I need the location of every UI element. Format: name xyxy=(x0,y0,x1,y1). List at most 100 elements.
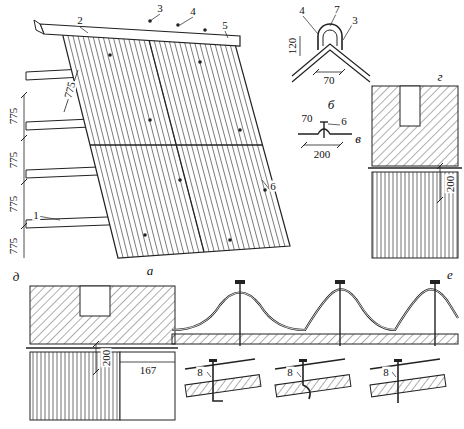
dimension-tick xyxy=(339,69,345,75)
fastener xyxy=(178,178,182,182)
fastener xyxy=(228,238,232,242)
leader-line xyxy=(330,14,336,26)
ridge-cap xyxy=(318,24,342,50)
callout-number: 4 xyxy=(298,5,306,16)
dimension-tick xyxy=(437,197,443,203)
leader-line xyxy=(225,31,228,38)
purlin xyxy=(275,375,351,397)
ridge-cap xyxy=(323,30,337,46)
dimension: 167 xyxy=(139,365,158,376)
bolt-washer xyxy=(335,280,345,284)
fastener xyxy=(203,28,207,32)
dimension-tick xyxy=(93,369,99,375)
corrugated-sheet xyxy=(372,172,458,258)
panel-letter: е xyxy=(446,268,454,281)
callout-number: 8 xyxy=(382,367,390,378)
sheet-profile xyxy=(298,129,352,134)
dimension-line xyxy=(96,344,97,372)
wall-section xyxy=(30,286,175,344)
dimension: 775 xyxy=(62,80,77,101)
dimension-line xyxy=(24,95,25,258)
dimension: 775 xyxy=(8,151,19,170)
fastener xyxy=(198,60,202,64)
dimension-tick xyxy=(21,92,27,98)
bolt-washer xyxy=(394,359,402,362)
sheet-edge xyxy=(370,359,440,369)
dimension: 200 xyxy=(101,349,112,368)
callout-number: 3 xyxy=(351,15,359,26)
dimension-tick xyxy=(93,341,99,347)
leader-line xyxy=(303,16,318,34)
hook-detail xyxy=(275,359,351,399)
ridge-board xyxy=(34,20,44,34)
corrugated-sheet xyxy=(62,32,290,258)
dimension: 120 xyxy=(287,37,298,56)
leader-line xyxy=(207,372,211,377)
leader-line xyxy=(297,372,301,377)
leader-line xyxy=(343,25,352,40)
ridge-detail xyxy=(292,14,370,82)
bolt-washer xyxy=(235,280,245,284)
dimension: 200 xyxy=(313,149,332,160)
dimension-line xyxy=(316,72,342,73)
leader-line xyxy=(392,372,396,377)
dimension: 70 xyxy=(301,113,314,124)
dimension-line xyxy=(300,36,301,56)
panel-letter: д xyxy=(12,270,21,283)
dimension-line xyxy=(120,362,175,363)
purlin xyxy=(370,375,446,397)
wall-recess xyxy=(80,286,110,316)
panel-letter: а xyxy=(146,264,155,277)
sheet-profile xyxy=(172,289,458,330)
wall-section xyxy=(372,86,458,166)
dimension-tick xyxy=(313,69,319,75)
leader-line xyxy=(38,216,60,220)
leader-line xyxy=(328,124,340,125)
dimension-tick xyxy=(21,179,27,185)
fastening-details xyxy=(172,280,458,403)
dimension: 775 xyxy=(8,237,19,256)
panel-letter: г xyxy=(436,70,443,83)
leader-line xyxy=(180,17,193,25)
purlin xyxy=(185,375,261,397)
fastener xyxy=(263,188,267,192)
callout-number: 6 xyxy=(340,116,348,127)
bolt-washer xyxy=(430,280,440,284)
sheet-profile xyxy=(172,289,458,330)
leader-line xyxy=(80,27,88,33)
fastener xyxy=(176,23,180,27)
purlin xyxy=(172,334,458,344)
callout-number: 7 xyxy=(333,4,341,15)
dimension-tick xyxy=(21,223,27,229)
fastener-hook xyxy=(397,361,399,403)
wall-recess xyxy=(400,86,420,126)
wall-abutment xyxy=(368,86,462,258)
panel-letter: в xyxy=(354,132,362,145)
side-abutment xyxy=(26,286,178,420)
hook-detail xyxy=(185,359,261,401)
roof-slope xyxy=(292,44,370,76)
callout-number: 8 xyxy=(196,367,204,378)
roof-perspective xyxy=(21,14,290,258)
bolt xyxy=(434,282,435,346)
sheet-joint xyxy=(149,38,205,252)
bolt-washer xyxy=(209,359,217,362)
callout-number: 8 xyxy=(286,367,294,378)
ridge-cap xyxy=(40,24,240,46)
fastener xyxy=(143,233,147,237)
dimension-line xyxy=(304,145,340,146)
dimension-tick xyxy=(301,142,307,148)
fastener xyxy=(148,118,152,122)
dimension-line xyxy=(440,166,441,200)
bolt xyxy=(323,122,324,138)
dimension-tick xyxy=(21,135,27,141)
dimension: 775 xyxy=(8,195,19,214)
bolt xyxy=(339,282,340,346)
callout-number: 2 xyxy=(76,15,84,26)
panel-letter: б xyxy=(327,98,336,111)
dimension: 70 xyxy=(323,75,336,86)
dimension-tick xyxy=(337,142,343,148)
callout-number: 5 xyxy=(221,20,229,31)
dimension: 775 xyxy=(8,107,19,126)
